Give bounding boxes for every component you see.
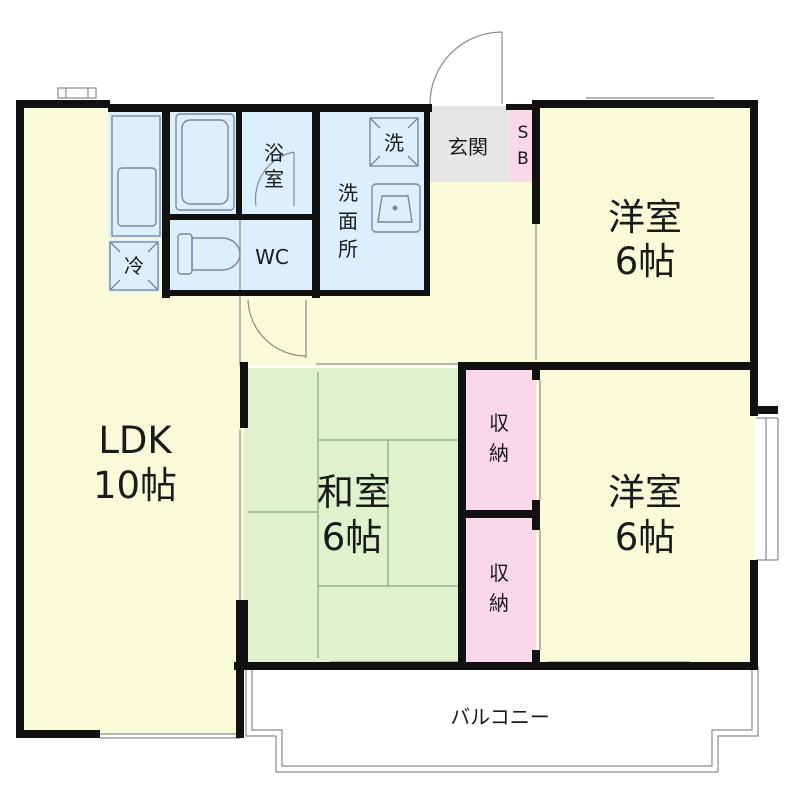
shoebox-floor: [510, 106, 536, 182]
kitchen-sink-icon: [117, 167, 157, 227]
washing-machine-icon: [369, 117, 419, 167]
washitsu-name: 和室: [317, 471, 391, 514]
senmenjo-label-3: 所: [338, 237, 358, 261]
youshitsu-bottom-floor: [536, 368, 754, 662]
senmenjo-floor: [316, 106, 426, 292]
storage-lower-floor: [462, 516, 536, 662]
room-labels: LDK 10帖 和室 6帖 洋室 6帖 洋室 6帖 浴 室 WC 洗 面 所 洗…: [93, 123, 682, 729]
ldk-size: 10帖: [93, 464, 177, 507]
youshitsu-top-floor: [536, 106, 754, 368]
shoebox-label-2: B: [517, 149, 529, 169]
youshitsu-bottom-size: 6帖: [615, 516, 676, 559]
bathtub-icon: [175, 113, 235, 211]
washitsu-size: 6帖: [322, 516, 383, 559]
storage-lower-label-1: 収: [489, 561, 509, 585]
storage-upper-label-1: 収: [489, 411, 509, 435]
walls: [16, 100, 778, 738]
bath-label-1: 浴: [264, 141, 284, 165]
genkan-floor: [426, 106, 510, 182]
youshitsu-top-name: 洋室: [608, 196, 682, 239]
storage-lower-label-2: 納: [489, 591, 509, 615]
fridge-icon: [109, 241, 159, 291]
fridge-label: 冷: [124, 254, 144, 278]
shoebox-label-1: S: [518, 123, 529, 143]
storage-upper-label-2: 納: [489, 441, 509, 465]
youshitsu-bottom-name: 洋室: [608, 471, 682, 514]
washer-label: 洗: [384, 131, 404, 155]
fixtures: [57, 31, 503, 358]
bath-label-2: 室: [264, 167, 284, 191]
storage-upper-floor: [462, 368, 536, 512]
youshitsu-top-size: 6帖: [615, 240, 676, 283]
balcony: [245, 666, 759, 773]
ldk-name: LDK: [98, 419, 173, 462]
senmenjo-label-1: 洗: [338, 181, 358, 205]
toilet-label: WC: [255, 245, 289, 269]
toilet-floor: [166, 218, 316, 292]
senmenjo-label-2: 面: [338, 209, 358, 233]
genkan-label: 玄関: [448, 135, 488, 159]
washbasin-icon: [371, 183, 421, 233]
tatami-lines: [248, 372, 460, 658]
balcony-label: バルコニー: [450, 705, 550, 729]
washitsu-floor: [244, 368, 462, 662]
